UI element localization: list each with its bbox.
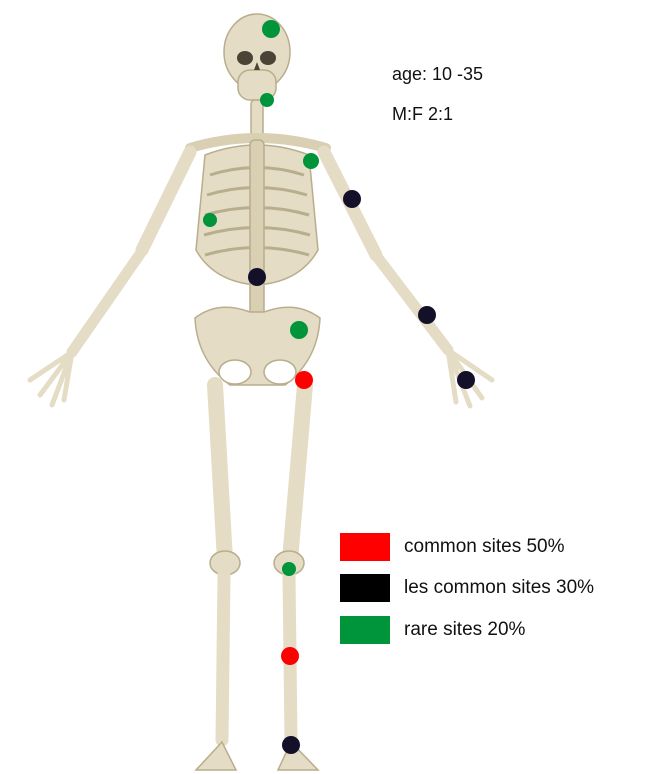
rare-site-knee — [282, 562, 296, 576]
sex-ratio-label: M:F 2:1 — [392, 104, 453, 125]
rare-site-pelvis — [290, 321, 308, 339]
legend-swatch-rare — [340, 616, 390, 644]
common-site-femur — [295, 371, 313, 389]
rare-site-jaw — [260, 93, 274, 107]
age-label: age: 10 -35 — [392, 64, 483, 85]
forearm-right — [378, 258, 448, 350]
common-site-tibia — [281, 647, 299, 665]
less-common-site-humerus — [343, 190, 361, 208]
rare-site-shoulder — [303, 153, 319, 169]
skeleton-illustration — [30, 14, 492, 770]
less-common-site-spine — [248, 268, 266, 286]
legend-item-less-common: les common sites 30% — [340, 574, 594, 602]
less-common-site-wrist — [457, 371, 475, 389]
lumbar-spine — [250, 140, 264, 320]
rare-site-skull — [262, 20, 280, 38]
legend-item-rare: rare sites 20% — [340, 616, 525, 644]
legend-label-rare: rare sites 20% — [404, 619, 525, 641]
rare-site-rib — [203, 213, 217, 227]
less-common-site-forearm — [418, 306, 436, 324]
legend-swatch-common — [340, 533, 390, 561]
hand-left — [30, 352, 72, 405]
legend-label-less-common: les common sites 30% — [404, 577, 594, 599]
forearm-left — [72, 254, 140, 352]
legend-label-common: common sites 50% — [404, 536, 565, 558]
humerus-left — [142, 152, 190, 250]
less-common-site-ankle — [282, 736, 300, 754]
femur-right — [290, 385, 305, 560]
legend-swatch-less-common — [340, 574, 390, 602]
tibia-left — [222, 575, 224, 740]
foot-left — [196, 742, 236, 770]
legend-item-common: common sites 50% — [340, 533, 565, 561]
femur-left — [215, 385, 225, 560]
